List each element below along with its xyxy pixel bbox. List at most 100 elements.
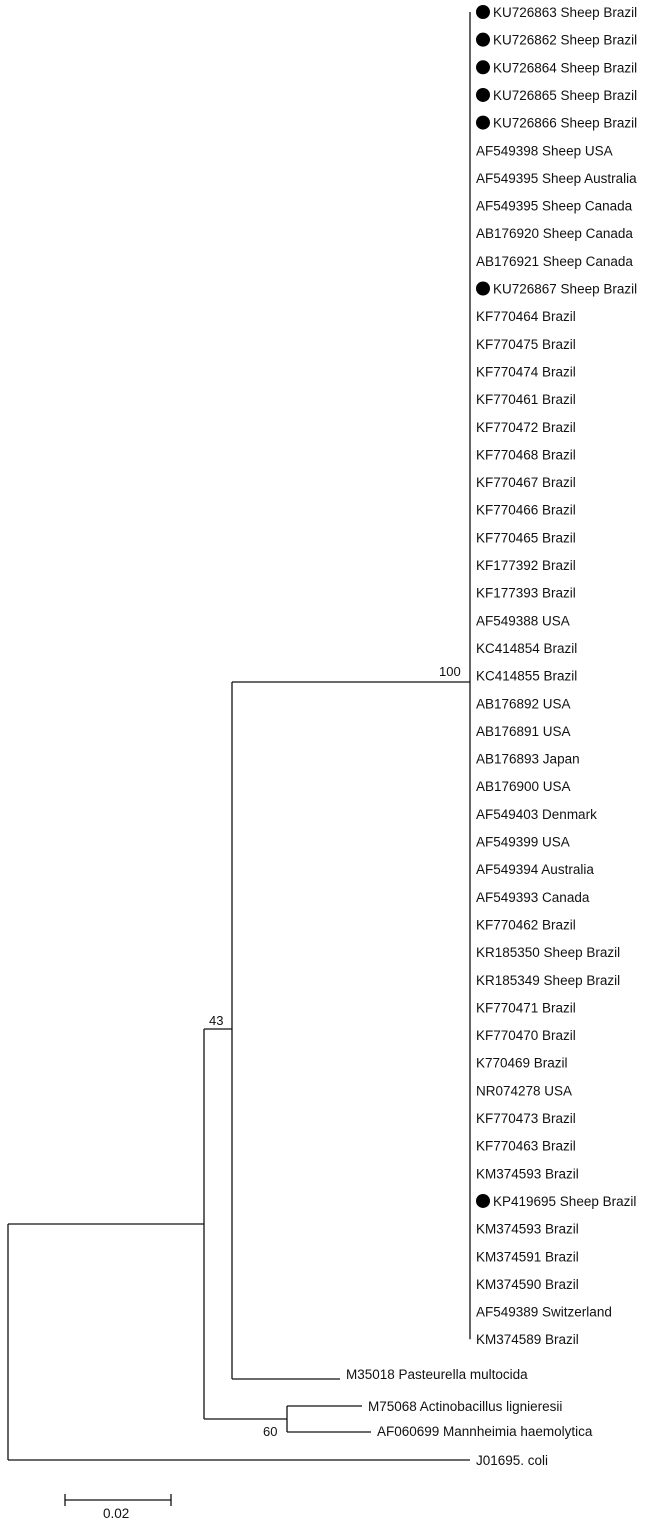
leaf: KF770468 Brazil	[476, 447, 576, 462]
leaf-label: KM374593 Brazil	[476, 1222, 579, 1237]
leaf: AB176892 USA	[476, 696, 571, 711]
leaf: KC414854 Brazil	[476, 641, 577, 656]
leaf-label: KM374591 Brazil	[476, 1249, 579, 1264]
leaf-label: AF549389 Switzerland	[476, 1305, 612, 1320]
leaf-label: AB176920 Sheep Canada	[476, 226, 633, 241]
leaf: KU726863 Sheep Brazil	[476, 5, 637, 20]
leaf-label: KF770470 Brazil	[476, 1028, 576, 1043]
leaf: AF549395 Sheep Australia	[476, 171, 637, 186]
leaf-label: KF770468 Brazil	[476, 447, 576, 462]
leaf-label: KC414855 Brazil	[476, 669, 577, 684]
leaf: AF549394 Australia	[476, 862, 594, 877]
leaf-label: KF770467 Brazil	[476, 475, 576, 490]
leaf-label: AF549395 Sheep Australia	[476, 171, 637, 186]
leaf: K770469 Brazil	[476, 1056, 568, 1071]
leaf: AF549403 Denmark	[476, 807, 597, 822]
leaf: AF549399 USA	[476, 835, 570, 850]
leaf: KF770462 Brazil	[476, 917, 576, 932]
outgroup-actinobacillus-label: M75068 Actinobacillus lignieresii	[368, 1399, 562, 1414]
leaf: KU726862 Sheep Brazil	[476, 32, 637, 48]
leaf-label: KP419695 Sheep Brazil	[493, 1194, 636, 1209]
marked-sample-dot-icon	[476, 87, 490, 102]
leaf-label: KF770462 Brazil	[476, 917, 576, 932]
leaf-label: AF549395 Sheep Canada	[476, 199, 633, 214]
leaf: KF770471 Brazil	[476, 1000, 576, 1015]
leaf: KF770463 Brazil	[476, 1139, 576, 1154]
leaf: KC414855 Brazil	[476, 669, 577, 684]
leaf: NR074278 USA	[476, 1083, 572, 1098]
leaf-label: AB176893 Japan	[476, 752, 580, 767]
leaf-label: KU726865 Sheep Brazil	[493, 88, 637, 103]
bootstrap-main-clade: 100	[439, 664, 461, 679]
leaf: KU726867 Sheep Brazil	[476, 281, 637, 297]
leaf-label: KF770463 Brazil	[476, 1139, 576, 1154]
leaf-label: KR185349 Sheep Brazil	[476, 973, 620, 988]
leaf: KF770464 Brazil	[476, 309, 576, 324]
outgroup-pasteurella-label: M35018 Pasteurella multocida	[346, 1367, 528, 1382]
leaf: KF770466 Brazil	[476, 503, 576, 518]
leaf-label: KU726864 Sheep Brazil	[493, 60, 637, 75]
leaf-label: KC414854 Brazil	[476, 641, 577, 656]
marked-sample-dot-icon	[476, 32, 490, 47]
marked-sample-dot-icon	[476, 1193, 490, 1208]
marked-sample-dot-icon	[476, 5, 490, 19]
leaf-label: KU726867 Sheep Brazil	[493, 282, 637, 297]
leaf: AF549395 Sheep Canada	[476, 199, 633, 214]
leaf: KF770475 Brazil	[476, 337, 576, 352]
leaf-label: KF770474 Brazil	[476, 364, 576, 379]
bootstrap-sister-pair: 60	[263, 1424, 277, 1439]
leaf-label: KF770475 Brazil	[476, 337, 576, 352]
leaf-label: KF770461 Brazil	[476, 392, 576, 407]
leaf-label: AB176921 Sheep Canada	[476, 254, 633, 269]
leaf: AB176893 Japan	[476, 752, 580, 767]
leaf: KF770470 Brazil	[476, 1028, 576, 1043]
leaf-label: KM374590 Brazil	[476, 1277, 579, 1292]
leaf: KF770473 Brazil	[476, 1111, 576, 1126]
leaf: KU726866 Sheep Brazil	[476, 115, 637, 131]
leaf: KM374593 Brazil	[476, 1222, 579, 1237]
leaf: AB176891 USA	[476, 724, 571, 739]
leaf: KP419695 Sheep Brazil	[476, 1193, 636, 1209]
leaf-label: NR074278 USA	[476, 1083, 572, 1098]
leaf: AB176900 USA	[476, 779, 571, 794]
leaf: KM374593 Brazil	[476, 1166, 579, 1181]
leaf-label: AF549399 USA	[476, 835, 570, 850]
leaf-label: AB176892 USA	[476, 696, 571, 711]
leaf-label: KF770472 Brazil	[476, 420, 576, 435]
leaf-label: KU726866 Sheep Brazil	[493, 116, 637, 131]
leaf: KU726865 Sheep Brazil	[476, 87, 637, 103]
outgroup-mannheimia-label: AF060699 Mannheimia haemolytica	[377, 1424, 593, 1439]
leaf: KM374590 Brazil	[476, 1277, 579, 1292]
leaf-label: KF770464 Brazil	[476, 309, 576, 324]
bootstrap-inner-node: 43	[209, 1013, 223, 1028]
leaf: AF549389 Switzerland	[476, 1305, 612, 1320]
leaf: KU726864 Sheep Brazil	[476, 60, 637, 75]
leaf-label: AF549388 USA	[476, 613, 570, 628]
marked-sample-dot-icon	[476, 115, 490, 130]
leaf: KF770474 Brazil	[476, 364, 576, 379]
leaf-label: KM374593 Brazil	[476, 1166, 579, 1181]
leaf-label: AB176891 USA	[476, 724, 571, 739]
leaf: KM374591 Brazil	[476, 1249, 579, 1264]
outgroup-ecoli-label: J01695. coli	[476, 1453, 548, 1468]
marked-sample-dot-icon	[476, 281, 490, 296]
leaf-label: KU726863 Sheep Brazil	[493, 5, 637, 20]
leaf-label: AF549398 Sheep USA	[476, 143, 613, 158]
marked-sample-dot-icon	[476, 60, 490, 75]
leaf: KF770465 Brazil	[476, 530, 576, 545]
leaf-label: KF770471 Brazil	[476, 1000, 576, 1015]
leaf-label: KF177392 Brazil	[476, 558, 576, 573]
leaf-label: KF770465 Brazil	[476, 530, 576, 545]
leaf-label: AF549403 Denmark	[476, 807, 597, 822]
leaf: KF770467 Brazil	[476, 475, 576, 490]
scale-bar-label: 0.02	[103, 1506, 129, 1521]
leaf: AB176920 Sheep Canada	[476, 226, 633, 241]
leaf-label: AB176900 USA	[476, 779, 571, 794]
leaf-label: KU726862 Sheep Brazil	[493, 33, 637, 48]
leaf-label: KF770473 Brazil	[476, 1111, 576, 1126]
leaf-label: KM374589 Brazil	[476, 1332, 579, 1347]
leaf: KF770461 Brazil	[476, 392, 576, 407]
leaf: KR185350 Sheep Brazil	[476, 945, 620, 960]
leaf: KM374589 Brazil	[476, 1332, 579, 1347]
